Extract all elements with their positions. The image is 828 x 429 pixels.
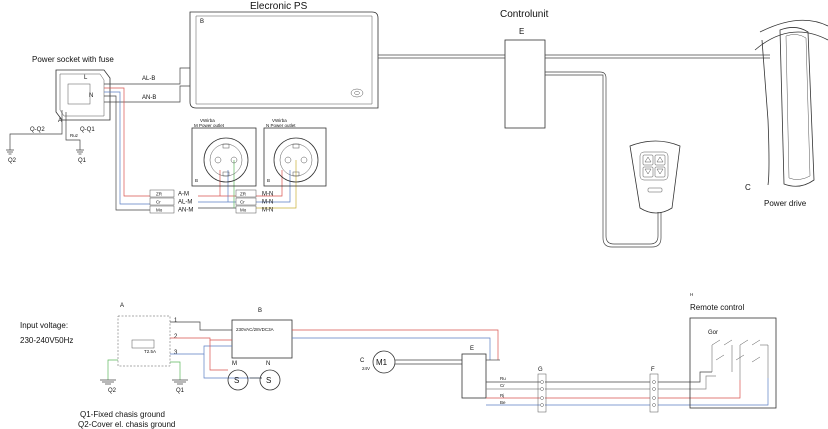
socket-n-letter: N bbox=[266, 361, 270, 367]
socket-m-letter: M bbox=[232, 361, 237, 367]
wire-label-ruz: Ruz bbox=[70, 133, 79, 138]
block-a-terminal: 1 bbox=[174, 318, 178, 324]
outlet-m: VWirba M Power outlet B bbox=[191, 118, 257, 187]
outlet-n-subtitle: N Power outlet bbox=[266, 123, 296, 128]
signal-bus bbox=[486, 371, 769, 406]
remote-up-button bbox=[654, 154, 666, 166]
terminal-left-row: Mo bbox=[156, 208, 163, 213]
ground-q1-label: Q1 bbox=[78, 158, 87, 164]
terminal-block-right: ZR Cr Mo M-N M-N M-N bbox=[235, 189, 273, 214]
schematic-connector-f: F bbox=[649, 367, 659, 413]
schematic-grounds: Q2 Q1 bbox=[100, 359, 188, 394]
schematic-ground-q2: Q2 bbox=[108, 388, 117, 394]
schematic-remote-control: H Remote control Gor bbox=[689, 292, 777, 409]
terminal-left-label: AL-M bbox=[178, 200, 192, 206]
schematic-wires bbox=[170, 321, 499, 379]
terminal-block-left: ZR Cr Mo A-M AL-M AN-M bbox=[149, 189, 193, 214]
remote-down-button bbox=[654, 166, 666, 178]
schematic-block-b: B 230VAC/28VDC3A bbox=[231, 308, 293, 359]
schematic-connector-g: G bbox=[537, 367, 547, 413]
block-h-switch: Gor bbox=[708, 330, 718, 336]
outlet-n-title: VWirba bbox=[272, 118, 287, 123]
terminal-right-label: M-N bbox=[262, 192, 273, 198]
terminal-right-row: ZR bbox=[240, 192, 247, 197]
terminal-left-label: AN-M bbox=[178, 208, 193, 214]
terminal-left-row: Cr bbox=[156, 200, 161, 205]
electronic-ps-title: Elecronic PS bbox=[250, 1, 308, 12]
terminal-right-row: Mo bbox=[240, 208, 247, 213]
power-drive-letter: C bbox=[745, 183, 751, 192]
socket-a-letter: A bbox=[58, 118, 62, 124]
outlet-m-letter: B bbox=[195, 178, 198, 183]
block-a-fuse: T2.5A bbox=[144, 349, 156, 354]
wire-label-al-b: AL-B bbox=[142, 76, 155, 82]
terminal-left-label: A-M bbox=[178, 192, 189, 198]
terminal-right-label: M-N bbox=[262, 200, 273, 206]
socket-m-symbol: S bbox=[234, 376, 239, 385]
block-e-letter: E bbox=[470, 346, 474, 352]
electronic-ps: Elecronic PS B bbox=[189, 1, 379, 109]
power-socket-with-fuse: Power socket with fuse L N A bbox=[32, 55, 114, 124]
legend-q2: Q2-Cover el. chasis ground bbox=[78, 420, 175, 429]
electronic-ps-letter: B bbox=[200, 19, 204, 25]
block-a-letter: A bbox=[120, 303, 124, 309]
outlet-m-title: VWirba bbox=[200, 118, 215, 123]
outlet-n: VWirba N Power outlet B bbox=[263, 118, 327, 187]
block-e-wire: Cr bbox=[500, 383, 505, 388]
wire-label-an-b: AN-B bbox=[142, 95, 156, 101]
control-unit: Controlunit E bbox=[500, 9, 549, 129]
outlet-harness bbox=[104, 87, 297, 211]
ground-wires: Q-Q2 Q-Q1 Ruz Q2 Q1 bbox=[6, 110, 95, 164]
schematic-socket-m: S M bbox=[227, 361, 249, 391]
remote-up-button bbox=[642, 154, 654, 166]
control-unit-title: Controlunit bbox=[500, 9, 549, 20]
schematic-block-e: E Ru Cr Rj Be bbox=[461, 346, 506, 405]
terminal-right-label: M-N bbox=[262, 208, 273, 214]
schematic-block-a: A T2.5A 1 2 3 bbox=[117, 303, 178, 367]
schematic-ground-q1: Q1 bbox=[176, 388, 185, 394]
main-cables bbox=[378, 54, 770, 248]
socket-to-ps-wires: AL-B AN-B bbox=[104, 67, 190, 103]
block-a-terminal: 3 bbox=[174, 350, 178, 356]
hand-remote bbox=[629, 140, 681, 214]
block-h-title: Remote control bbox=[690, 303, 744, 312]
motor-voltage: 24V bbox=[362, 366, 370, 371]
socket-l-label: L bbox=[84, 75, 88, 81]
block-e-wire: Be bbox=[500, 400, 506, 405]
block-g-letter: G bbox=[538, 367, 543, 373]
input-voltage-value: 230-240V50Hz bbox=[20, 336, 73, 345]
power-drive-title: Power drive bbox=[764, 199, 807, 208]
input-voltage-label: Input voltage: bbox=[20, 321, 68, 330]
schematic-socket-n: S N bbox=[259, 361, 281, 391]
ground-q2-label: Q2 bbox=[8, 158, 17, 164]
power-socket-title: Power socket with fuse bbox=[32, 55, 114, 64]
block-b-label: 230VAC/28VDC3A bbox=[236, 327, 274, 332]
terminal-right-row: Cr bbox=[240, 200, 245, 205]
block-f-letter: F bbox=[651, 367, 655, 373]
block-b-letter: B bbox=[258, 308, 262, 314]
outlet-m-subtitle: M Power outlet bbox=[194, 123, 225, 128]
remote-down-button bbox=[642, 166, 654, 178]
motor-letter: C bbox=[360, 358, 365, 364]
outlet-n-letter: B bbox=[267, 178, 270, 183]
socket-n-label: N bbox=[89, 93, 93, 99]
power-drive: C Power drive bbox=[745, 19, 828, 208]
legend-q1: Q1-Fixed chasis ground bbox=[80, 410, 165, 419]
block-a-terminal: 2 bbox=[174, 334, 178, 340]
terminal-left-row: ZR bbox=[156, 192, 163, 197]
wire-label-q-q1: Q-Q1 bbox=[80, 127, 95, 133]
motor-label: M1 bbox=[376, 358, 388, 367]
wire-label-q-q2: Q-Q2 bbox=[30, 127, 45, 133]
block-e-wire: Rj bbox=[500, 393, 504, 398]
socket-n-symbol: S bbox=[266, 376, 271, 385]
schematic-motor: M1 C 24V bbox=[360, 350, 462, 374]
block-e-wire: Ru bbox=[500, 376, 506, 381]
control-unit-letter: E bbox=[519, 27, 524, 36]
block-h-letter: H bbox=[690, 292, 693, 297]
